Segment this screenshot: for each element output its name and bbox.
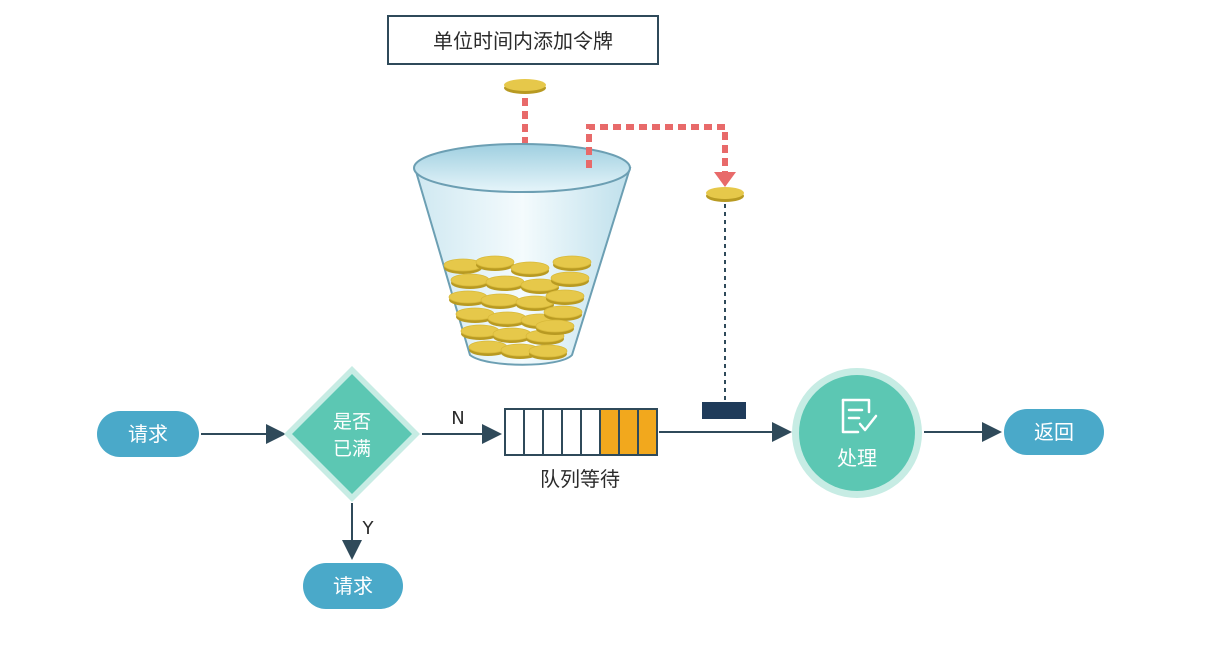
queue-label: 队列等待 xyxy=(540,467,620,491)
request-out-label: 请求 xyxy=(333,574,373,598)
token-take-arrow xyxy=(586,124,736,187)
coin xyxy=(510,261,550,275)
bucket-coins xyxy=(443,255,592,360)
process-node[interactable]: 处理 xyxy=(792,368,922,498)
process-label: 处理 xyxy=(837,446,877,470)
token-gate xyxy=(702,402,746,419)
coin xyxy=(535,319,575,333)
no-label: N xyxy=(451,408,464,429)
document-check-icon xyxy=(841,398,878,434)
decision-label-line1: 是否 xyxy=(333,411,371,433)
coin xyxy=(450,273,490,287)
coin xyxy=(492,327,532,341)
coin xyxy=(550,271,590,285)
title-label: 单位时间内添加令牌 xyxy=(433,29,613,53)
coin xyxy=(543,305,583,319)
request-in-label: 请求 xyxy=(128,422,168,446)
decision-node[interactable]: 是否 已满 xyxy=(284,366,420,502)
decision-label-line2: 已满 xyxy=(333,438,371,460)
coin xyxy=(528,344,568,358)
incoming-token-coin xyxy=(504,79,546,94)
coin xyxy=(485,275,525,289)
title-box: 单位时间内添加令牌 xyxy=(387,15,659,65)
coin xyxy=(545,289,585,303)
coin xyxy=(552,255,592,269)
wait-queue xyxy=(504,408,658,456)
return-node[interactable]: 返回 xyxy=(1004,409,1104,455)
yes-label: Y xyxy=(362,518,375,539)
request-out-node[interactable]: 请求 xyxy=(303,563,403,609)
return-label: 返回 xyxy=(1034,420,1074,444)
request-in-node[interactable]: 请求 xyxy=(97,411,199,457)
coin xyxy=(480,293,520,307)
coin xyxy=(487,311,527,325)
taken-token-coin xyxy=(706,187,744,202)
coin xyxy=(475,255,515,269)
